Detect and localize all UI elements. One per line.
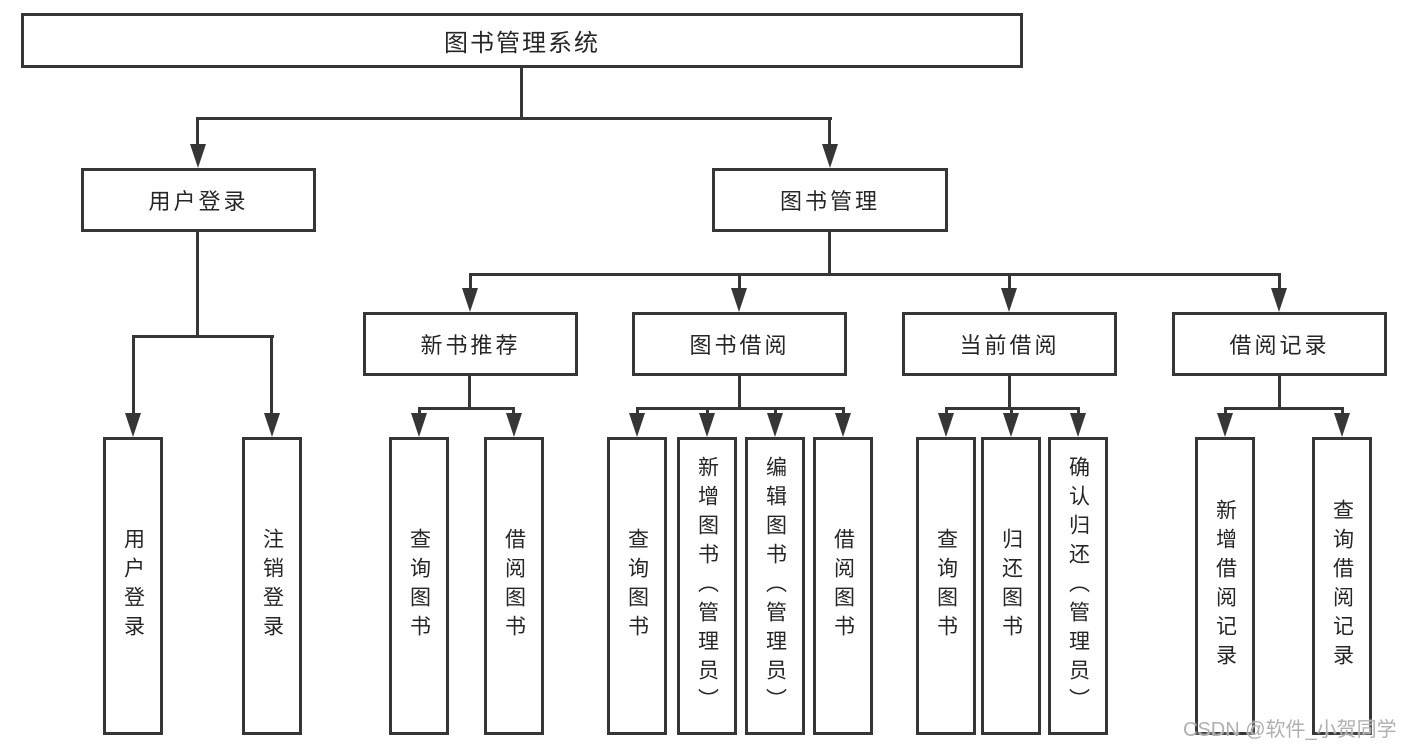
node-logout-label: 注销登录 xyxy=(260,528,284,644)
arrow-down-icon xyxy=(822,144,838,168)
watermark: CSDN @软件_小贺同学 xyxy=(1183,719,1397,741)
node-query-book-3-label: 查询图书 xyxy=(934,528,958,644)
node-book-management-label: 图书管理 xyxy=(779,189,880,214)
connector-new-book-branch xyxy=(418,407,515,410)
connector-arrow-shaft xyxy=(842,407,845,417)
arrow-down-icon xyxy=(190,144,206,168)
node-query-book-3: 查询图书 xyxy=(916,437,976,735)
arrow-down-icon xyxy=(767,413,783,437)
node-return-book-label: 归还图书 xyxy=(999,528,1023,644)
connector-arrow-shaft xyxy=(738,273,741,289)
node-add-borrow-record: 新增借阅记录 xyxy=(1195,437,1255,735)
node-add-borrow-record-label: 新增借阅记录 xyxy=(1213,499,1237,673)
arrow-down-icon xyxy=(264,413,280,437)
node-current-borrowing-label: 当前借阅 xyxy=(959,333,1060,358)
node-new-book-recommend: 新书推荐 xyxy=(363,312,578,376)
arrow-down-icon xyxy=(629,413,645,437)
connector-arrow-shaft xyxy=(1224,407,1227,417)
connector-arrow-shaft xyxy=(1010,407,1013,417)
node-user-login-leaf-label: 用户登录 xyxy=(121,528,145,644)
node-query-book-2: 查询图书 xyxy=(607,437,667,735)
arrow-down-icon xyxy=(125,413,141,437)
connector-arrow-shaft xyxy=(1278,273,1281,289)
connector-current-borrow-stem xyxy=(1008,376,1011,407)
connector-arrow-shaft xyxy=(945,407,948,417)
arrow-down-icon xyxy=(1334,413,1350,437)
connector-arrow-shaft xyxy=(1077,407,1080,417)
node-query-borrow-record-label: 查询借阅记录 xyxy=(1330,499,1354,673)
connector-arrow-shaft xyxy=(774,407,777,417)
node-book-borrowing-label: 图书借阅 xyxy=(689,333,790,358)
node-edit-book-admin: 编辑图书（管理员） xyxy=(745,437,805,735)
node-borrowing-records: 借阅记录 xyxy=(1172,312,1387,376)
arrow-down-icon xyxy=(1070,413,1086,437)
connector-arrow-shaft xyxy=(196,117,199,145)
node-borrow-book-1: 借阅图书 xyxy=(484,437,544,735)
arrow-down-icon xyxy=(411,413,427,437)
arrow-down-icon xyxy=(699,413,715,437)
node-root: 图书管理系统 xyxy=(21,13,1023,68)
connector-book-mgmt-stem xyxy=(828,232,831,273)
connector-user-login-stem xyxy=(196,232,199,335)
node-root-label: 图书管理系统 xyxy=(444,30,600,57)
arrow-down-icon xyxy=(938,413,954,437)
connector-arrow-shaft xyxy=(512,407,515,417)
node-add-book-admin: 新增图书（管理员） xyxy=(677,437,737,735)
connector-arrow-shaft xyxy=(469,273,472,289)
connector-arrow-shaft xyxy=(132,335,135,415)
arrow-down-icon xyxy=(835,413,851,437)
node-borrowing-records-label: 借阅记录 xyxy=(1229,333,1330,358)
arrow-down-icon xyxy=(506,413,522,437)
node-borrow-book-1-label: 借阅图书 xyxy=(502,528,526,644)
connector-book-borrow-branch xyxy=(636,407,844,410)
arrow-down-icon xyxy=(462,288,478,312)
connector-borrow-record-branch xyxy=(1224,407,1343,410)
node-user-login-leaf: 用户登录 xyxy=(103,437,163,735)
arrow-down-icon xyxy=(731,288,747,312)
node-query-book-1-label: 查询图书 xyxy=(407,528,431,644)
node-return-book: 归还图书 xyxy=(981,437,1041,735)
connector-book-mgmt-branch xyxy=(469,273,1281,276)
node-book-management: 图书管理 xyxy=(712,168,948,232)
connector-root-stem xyxy=(520,68,523,117)
connector-arrow-shaft xyxy=(828,117,831,145)
connector-borrow-record-stem xyxy=(1278,376,1281,407)
connector-user-login-branch xyxy=(132,335,274,338)
arrow-down-icon xyxy=(1217,413,1233,437)
connector-arrow-shaft xyxy=(418,407,421,417)
connector-root-branch xyxy=(196,117,832,120)
connector-arrow-shaft xyxy=(706,407,709,417)
node-borrow-book-2: 借阅图书 xyxy=(813,437,873,735)
node-current-borrowing: 当前借阅 xyxy=(902,312,1117,376)
node-confirm-return-admin: 确认归还（管理员） xyxy=(1048,437,1108,735)
arrow-down-icon xyxy=(1003,413,1019,437)
node-borrow-book-2-label: 借阅图书 xyxy=(831,528,855,644)
node-user-login-label: 用户登录 xyxy=(148,189,249,214)
connector-arrow-shaft xyxy=(1008,273,1011,289)
node-edit-book-admin-label: 编辑图书（管理员） xyxy=(763,455,787,717)
connector-arrow-shaft xyxy=(636,407,639,417)
arrow-down-icon xyxy=(1271,288,1287,312)
node-book-borrowing: 图书借阅 xyxy=(632,312,847,376)
node-add-book-admin-label: 新增图书（管理员） xyxy=(695,455,719,717)
node-logout: 注销登录 xyxy=(242,437,302,735)
connector-arrow-shaft xyxy=(270,335,273,415)
node-query-book-1: 查询图书 xyxy=(389,437,449,735)
node-user-login: 用户登录 xyxy=(81,168,316,232)
node-confirm-return-admin-label: 确认归还（管理员） xyxy=(1066,455,1090,717)
connector-book-borrow-stem xyxy=(738,376,741,407)
arrow-down-icon xyxy=(1001,288,1017,312)
node-new-book-recommend-label: 新书推荐 xyxy=(420,333,521,358)
node-query-book-2-label: 查询图书 xyxy=(625,528,649,644)
connector-arrow-shaft xyxy=(1341,407,1344,417)
connector-new-book-stem xyxy=(468,376,471,407)
node-query-borrow-record: 查询借阅记录 xyxy=(1312,437,1372,735)
